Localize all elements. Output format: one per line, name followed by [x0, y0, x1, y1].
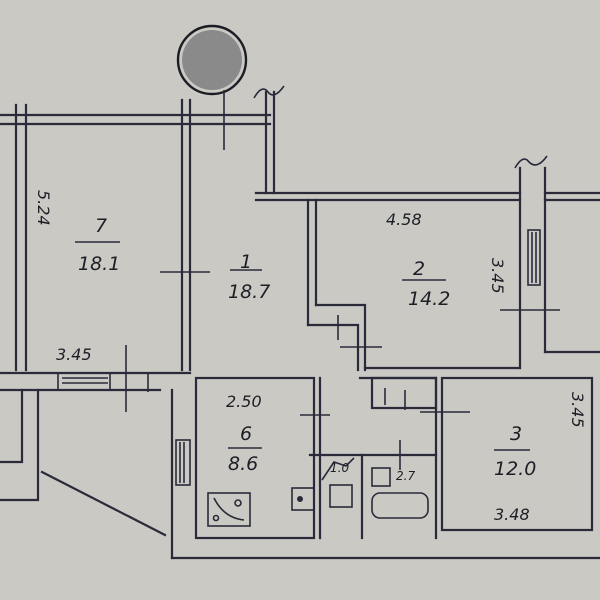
- svg-text:7: 7: [95, 215, 107, 237]
- balcony-dimension-label: 3.45: [56, 345, 92, 364]
- svg-text:3.45: 3.45: [568, 392, 587, 428]
- room-6-label: 2.50 6 8.6: [226, 392, 262, 475]
- svg-text:12.0: 12.0: [494, 458, 536, 480]
- svg-text:2.50: 2.50: [226, 392, 262, 411]
- room-2-label: 4.58 2 14.2 3.45: [386, 210, 507, 310]
- svg-text:2: 2: [413, 258, 425, 280]
- toilet-icon: [321, 457, 355, 508]
- svg-text:4.58: 4.58: [386, 210, 422, 229]
- svg-text:18.7: 18.7: [228, 281, 270, 303]
- svg-text:14.2: 14.2: [408, 288, 450, 310]
- room-3-label: 3 12.0 3.48 3.45: [494, 392, 587, 524]
- svg-text:3.45: 3.45: [488, 258, 507, 294]
- door-marks: [125, 271, 560, 470]
- svg-text:5.24: 5.24: [34, 190, 53, 226]
- svg-text:2.7: 2.7: [396, 469, 415, 483]
- marker-circle-icon: [176, 24, 248, 150]
- svg-text:18.1: 18.1: [78, 253, 120, 275]
- walls: [0, 90, 600, 560]
- room-4-label: 2.7: [396, 469, 415, 483]
- sink-icon: [291, 487, 315, 511]
- svg-text:1: 1: [240, 251, 252, 273]
- stove-icon: [207, 492, 251, 527]
- svg-text:1.0: 1.0: [330, 461, 349, 475]
- svg-text:8.6: 8.6: [228, 453, 258, 475]
- break-mark-icon: [514, 155, 548, 169]
- room-5-label: 1.0: [330, 461, 349, 475]
- bathtub-icon: [371, 467, 429, 519]
- room-1-label: 1 18.7: [228, 251, 270, 303]
- room-7-label: 7 18.1 5.24: [34, 190, 120, 275]
- svg-text:3.48: 3.48: [494, 505, 530, 524]
- svg-text:3: 3: [510, 423, 522, 445]
- svg-text:6: 6: [240, 423, 252, 445]
- break-mark-icon: [253, 85, 285, 99]
